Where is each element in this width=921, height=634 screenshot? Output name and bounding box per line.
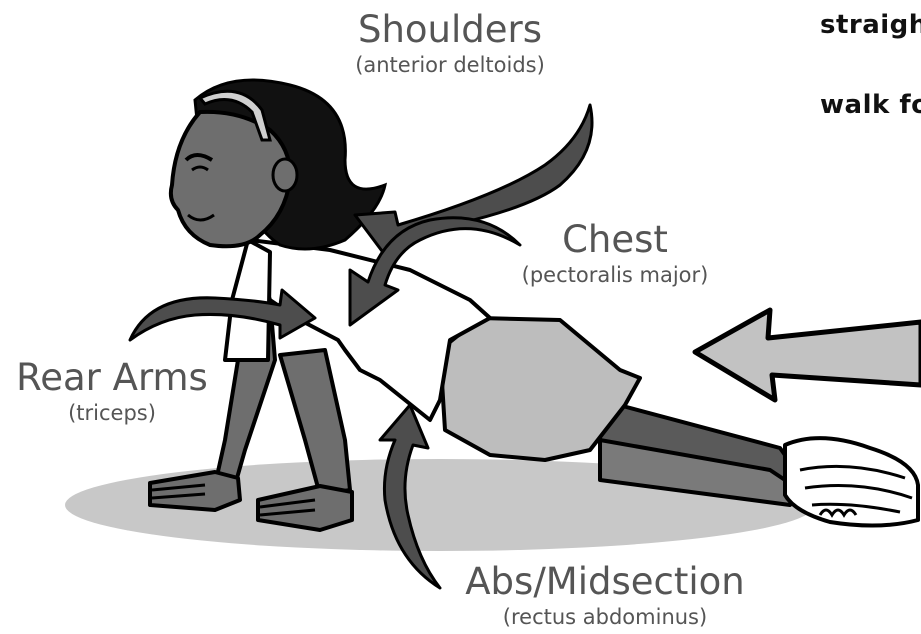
abs-subtitle: (rectus abdominus)	[440, 604, 770, 630]
rear-arms-label: Rear Arms (triceps)	[2, 356, 222, 426]
shoulders-subtitle: (anterior deltoids)	[320, 52, 580, 78]
rear-arms-arrow	[130, 290, 315, 340]
abs-label: Abs/Midsection (rectus abdominus)	[440, 560, 770, 630]
chest-title: Chest	[490, 218, 740, 262]
shoulders-label: Shoulders (anterior deltoids)	[320, 8, 580, 78]
chest-label: Chest (pectoralis major)	[490, 218, 740, 288]
instruction-line-1: straigh	[820, 10, 921, 40]
abs-title: Abs/Midsection	[440, 560, 770, 604]
walk-direction-arrow	[695, 310, 921, 400]
chest-subtitle: (pectoralis major)	[490, 262, 740, 288]
instruction-line-2: walk fo	[820, 90, 921, 120]
rear-arms-subtitle: (triceps)	[2, 400, 222, 426]
rear-arms-title: Rear Arms	[2, 356, 222, 400]
shoulders-title: Shoulders	[320, 8, 580, 52]
